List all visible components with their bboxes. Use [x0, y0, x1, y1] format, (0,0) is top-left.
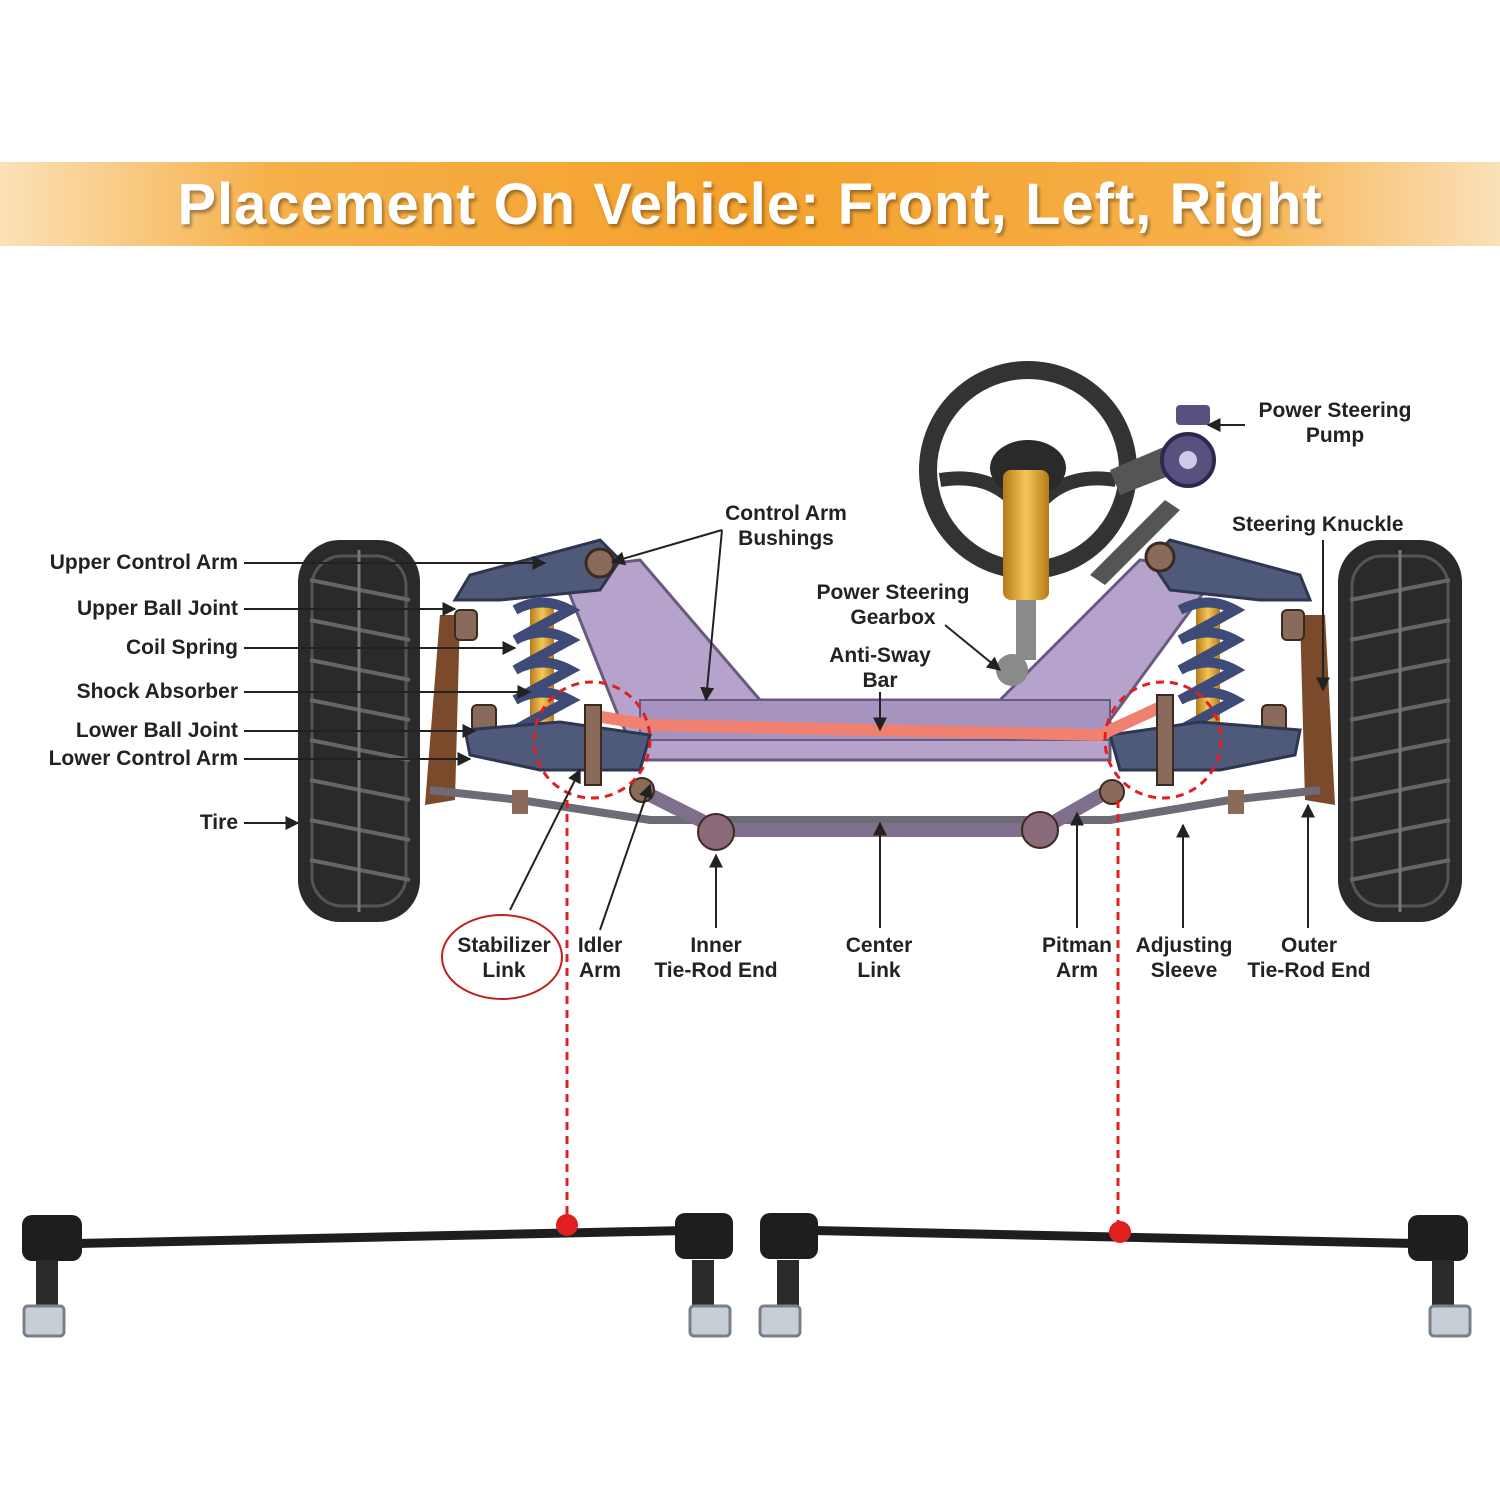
banner-title: Placement On Vehicle: Front, Left, Right — [177, 171, 1323, 237]
right-tire — [1338, 540, 1462, 922]
right-lower-control-arm — [1108, 720, 1302, 772]
label-coil-spring: Coil Spring — [126, 636, 238, 659]
label-upper-ball-joint: Upper Ball Joint — [76, 597, 238, 620]
label-lower-control-arm: Lower Control Arm — [48, 747, 238, 770]
stabilizer-link-left — [22, 1213, 733, 1338]
right-steering-knuckle — [1300, 615, 1335, 805]
right-coil-spring — [1177, 597, 1246, 735]
title-banner: Placement On Vehicle: Front, Left, Right — [0, 162, 1500, 246]
label-lower-ball-joint: Lower Ball Joint — [75, 719, 238, 742]
right-upper-control-arm — [1148, 538, 1313, 602]
power-steering-pump — [1090, 405, 1216, 585]
label-steering-knuckle: Steering Knuckle — [1232, 513, 1404, 536]
stabilizer-link-right — [758, 1213, 1472, 1338]
label-tire: Tire — [199, 811, 238, 834]
steering-linkage — [429, 777, 1321, 851]
left-lower-control-arm — [463, 720, 652, 772]
label-shock-absorber: Shock Absorber — [76, 680, 238, 703]
label-upper-control-arm: Upper Control Arm — [49, 551, 238, 574]
left-steering-knuckle — [425, 615, 460, 805]
